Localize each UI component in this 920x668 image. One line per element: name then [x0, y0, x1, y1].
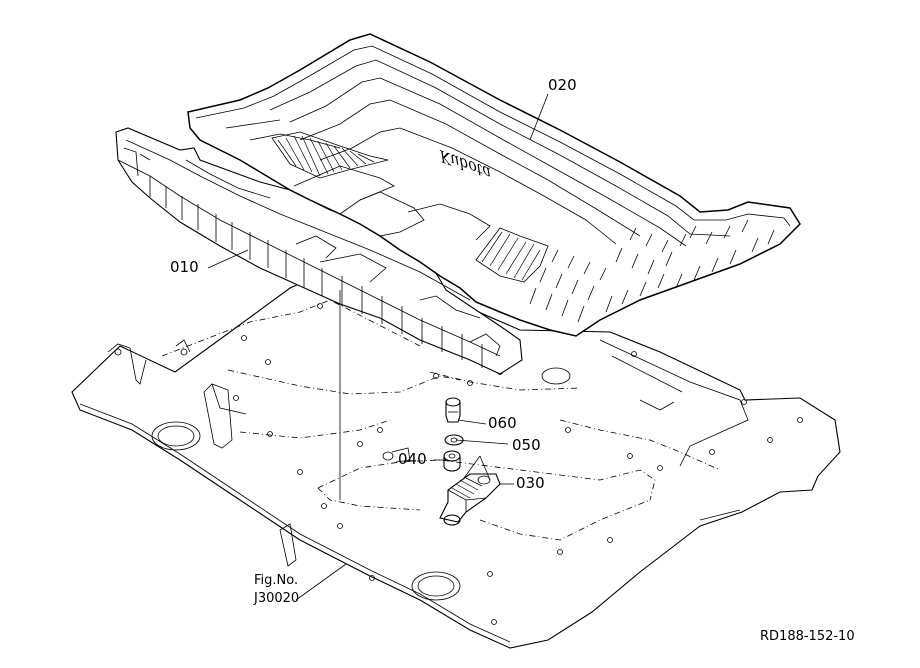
label-part-060: 060	[488, 414, 517, 432]
floor-plate	[71, 259, 841, 649]
part-010-cover	[115, 127, 523, 375]
leader-lines	[207, 93, 549, 601]
floor-pin	[382, 447, 411, 463]
part-030-bracket	[439, 473, 501, 526]
mat-hatch-pad-left	[271, 131, 389, 179]
label-part-030: 030	[516, 474, 545, 492]
figure-ref-line1: Fig.No.	[254, 573, 298, 588]
part-060-bolt	[445, 397, 461, 423]
label-part-040: 040	[398, 450, 427, 468]
part-040-collar	[443, 450, 461, 472]
label-part-020: 020	[548, 76, 577, 94]
label-part-050: 050	[512, 436, 541, 454]
figure-ref-line2: J30020	[253, 591, 299, 606]
mat-tread-grid	[529, 219, 775, 323]
drawing-code: RD188-152-10	[760, 629, 855, 644]
part-020-floor-mat: Kubota	[187, 33, 801, 337]
label-part-010: 010	[170, 258, 199, 276]
mat-hatch-pad-right	[475, 227, 549, 283]
